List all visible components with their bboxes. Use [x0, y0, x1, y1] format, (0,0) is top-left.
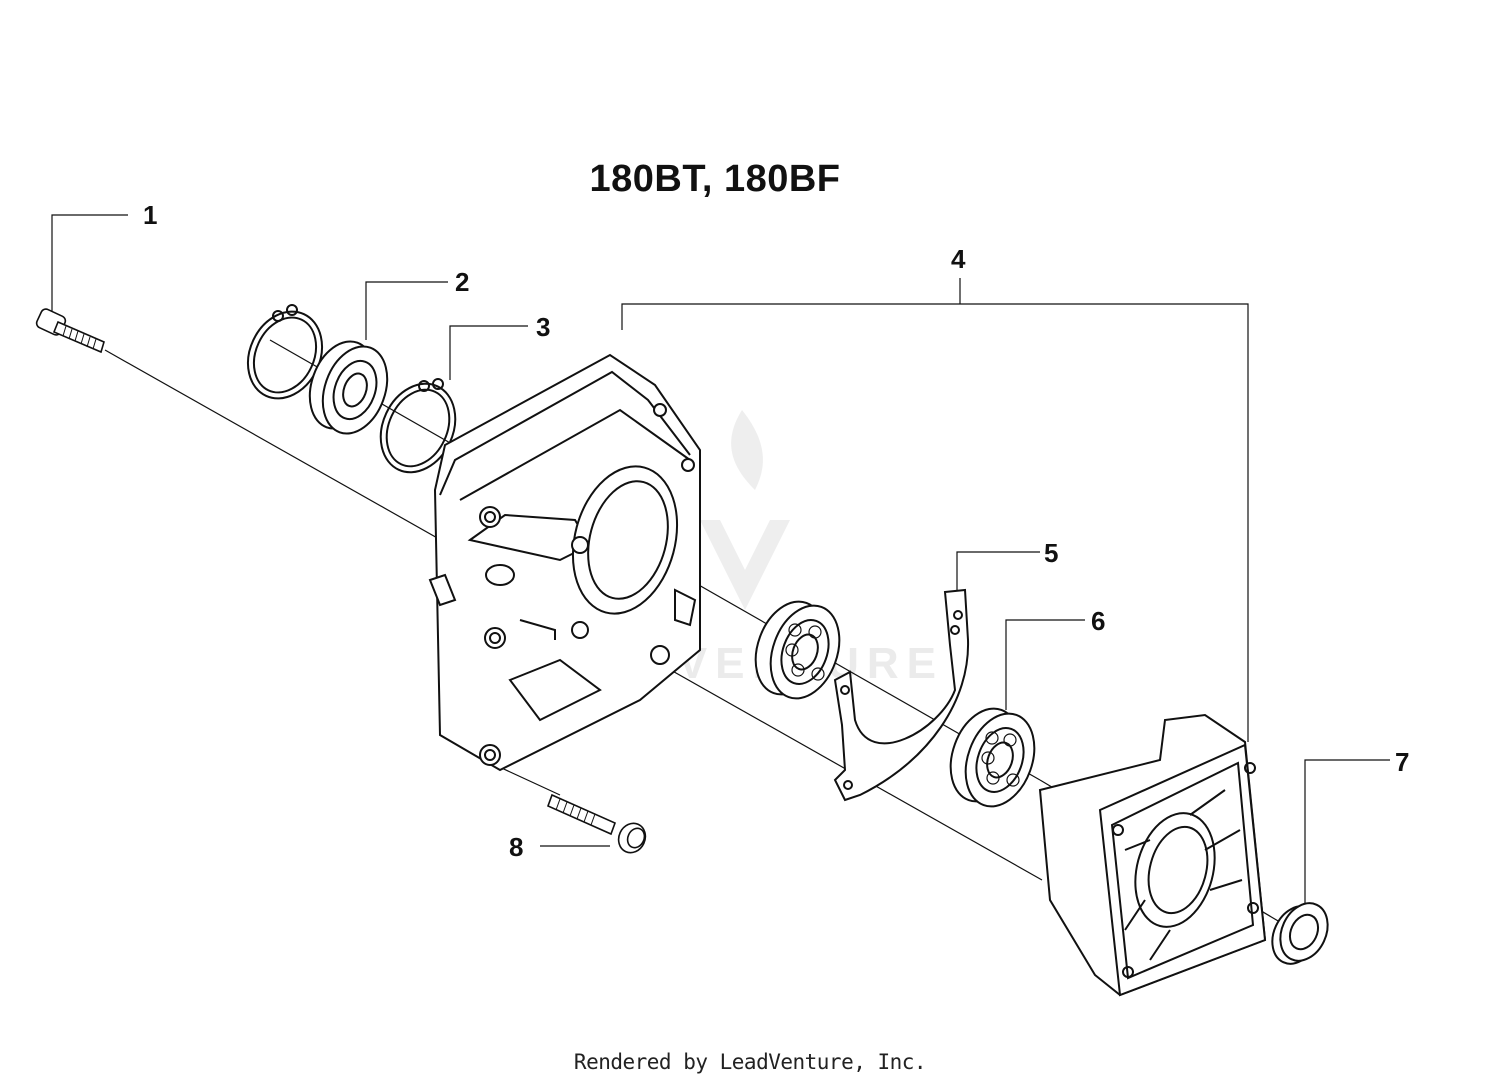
- callout-2: 2: [455, 267, 470, 297]
- bolt-1: [35, 308, 105, 354]
- leader-5: [956, 551, 1040, 590]
- callout-4: 4: [951, 244, 966, 274]
- leader-6: [1005, 619, 1085, 710]
- leader-4: [621, 303, 1249, 742]
- bolt-8: [546, 793, 647, 854]
- bearing-6: [949, 707, 1036, 808]
- footer-credit: Rendered by LeadVenture, Inc.: [573, 1050, 927, 1074]
- callout-1: 1: [143, 200, 158, 230]
- leader-lines: [51, 214, 1390, 905]
- bolt-8-axis: [494, 764, 561, 796]
- seal-7: [1271, 902, 1329, 965]
- bearing-housing: [754, 600, 841, 700]
- housing-rear: [1038, 713, 1267, 997]
- leader-1: [51, 214, 128, 318]
- callout-7: 7: [1395, 747, 1410, 777]
- bearing-2: [308, 340, 389, 435]
- leader-3: [449, 325, 528, 380]
- diagram-title: 180BT, 180BF: [589, 158, 841, 200]
- leader-2: [365, 281, 448, 340]
- housing-front: [428, 353, 701, 772]
- callout-3: 3: [536, 312, 551, 342]
- callout-8: 8: [509, 832, 524, 862]
- callout-6: 6: [1091, 606, 1106, 636]
- leader-7: [1304, 759, 1390, 905]
- gasket-5: [833, 588, 970, 802]
- callout-5: 5: [1044, 538, 1059, 568]
